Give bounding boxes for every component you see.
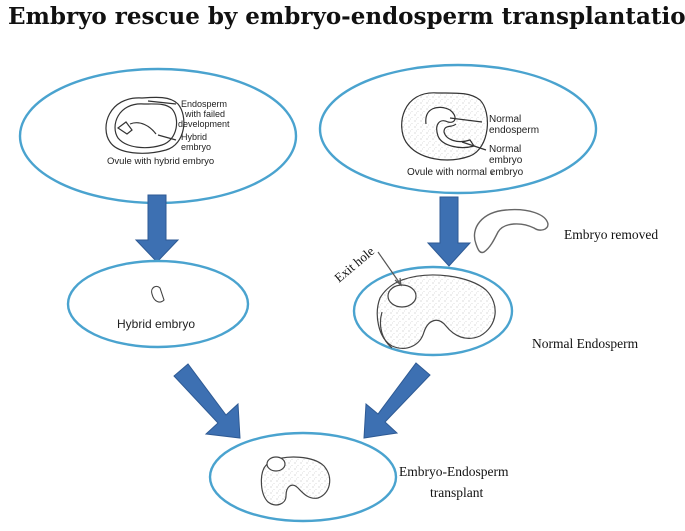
- down-arrow-left: [134, 194, 180, 263]
- hybrid-embryo-label-line2: embryo: [181, 142, 211, 152]
- down-arrow-right: [426, 196, 472, 267]
- normal-ovule-embryo-label: Normal embryo: [489, 144, 523, 166]
- hybrid-ovule-ellipse: [18, 67, 298, 205]
- hybrid-ovule-endosperm-label: Endosperm with failed development: [178, 99, 230, 129]
- normal-endosperm-label: Normal Endosperm: [532, 336, 639, 351]
- diagonal-arrow-right: [363, 362, 431, 439]
- hybrid-embryo-label-line1: Hybrid: [181, 132, 207, 142]
- embryo-removed-label: Embryo removed: [564, 227, 658, 242]
- normal-ovule-drawing: [401, 92, 493, 175]
- hybrid-embryo-drawing: [151, 285, 165, 303]
- hybrid-embryo-caption: Hybrid embryo: [117, 317, 195, 331]
- normal-endosperm-drawing: [376, 274, 496, 349]
- hybrid-ovule-caption: Ovule with hybrid embryo: [107, 156, 214, 167]
- hybrid-endosperm-label-line1: Endosperm: [181, 99, 227, 109]
- exit-hole-label: Exit hole: [331, 243, 377, 285]
- exit-hole-pointer: [377, 251, 402, 287]
- normal-endosperm-label-line1: Normal: [489, 114, 521, 125]
- hybrid-embryo-ellipse: [66, 259, 250, 349]
- transplant-label-line1: Embryo-Endosperm: [399, 464, 509, 479]
- diagonal-arrow-left: [173, 363, 241, 439]
- normal-ovule-caption: Ovule with normal embryo: [407, 167, 524, 178]
- normal-ovule-endosperm-label: Normal endosperm: [489, 114, 539, 136]
- removed-embryo-drawing: [473, 208, 549, 254]
- normal-embryo-label-line2: embryo: [489, 155, 523, 166]
- hybrid-ovule-drawing: [105, 96, 185, 154]
- normal-embryo-label-line1: Normal: [489, 144, 521, 155]
- diagram-title: Embryo rescue by embryo-endosperm transp…: [8, 3, 685, 30]
- transplant-drawing: [260, 456, 331, 506]
- normal-endosperm-label-line2: endosperm: [489, 125, 539, 136]
- transplant-label-line2: transplant: [430, 485, 483, 500]
- hybrid-endosperm-label-line3: development: [178, 119, 230, 129]
- hybrid-endosperm-label-line2: with failed: [184, 109, 225, 119]
- hybrid-ovule-embryo-label: Hybrid embryo: [181, 132, 211, 152]
